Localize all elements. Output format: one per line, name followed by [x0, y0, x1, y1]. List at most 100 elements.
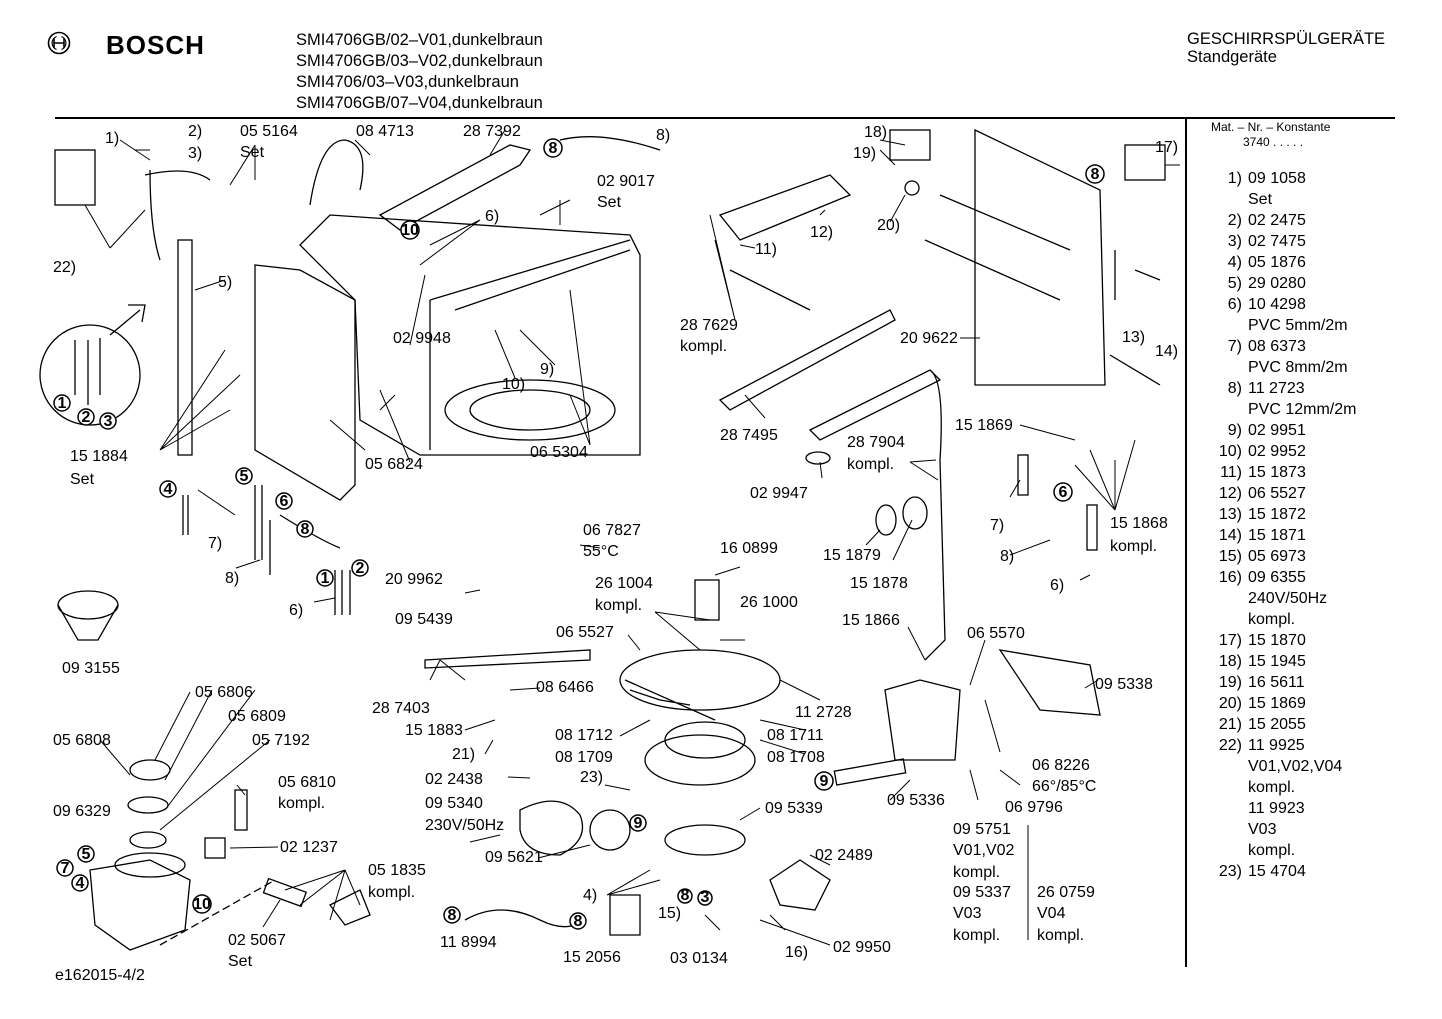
label: 09 5339	[765, 800, 823, 817]
category-block: GESCHIRRSPÜLGERÄTE Standgeräte	[1187, 30, 1385, 66]
svg-text:7: 7	[61, 860, 70, 877]
label: 05 6808	[53, 732, 111, 749]
legend-item-text: 06 5527	[1248, 485, 1306, 502]
funnel-part	[57, 590, 119, 620]
label: 21)	[452, 746, 475, 763]
label: 15 1879	[823, 547, 881, 564]
svg-text:8: 8	[574, 913, 583, 930]
label: kompl.	[595, 597, 642, 614]
svg-text:8: 8	[301, 521, 310, 538]
label: 8)	[656, 127, 670, 144]
legend-item: 23)15 4704	[1200, 861, 1390, 882]
legend-item-text: 02 9952	[1248, 443, 1306, 460]
label: 15 2056	[563, 949, 621, 966]
legend-item-text: 11 9923	[1248, 800, 1305, 817]
model-line: SMI4706GB/07–V04,dunkelbraun	[296, 94, 543, 112]
label: 02 9950	[833, 939, 891, 956]
label: 18)	[864, 124, 887, 141]
detail-magnifier	[39, 324, 141, 426]
svg-text:5: 5	[82, 846, 91, 863]
label: 26 0759	[1037, 884, 1095, 901]
label: 10)	[502, 376, 525, 393]
legend-item-text: V03	[1248, 821, 1277, 838]
label: 08 1711	[767, 727, 824, 744]
label: 13)	[1122, 329, 1145, 346]
label: 06 5527	[556, 624, 614, 641]
svg-text:1: 1	[58, 395, 67, 412]
label: 08 4713	[356, 123, 414, 140]
legend-item-text: 29 0280	[1248, 275, 1306, 292]
legend-item-text: kompl.	[1248, 611, 1296, 628]
legend-item-text: PVC 5mm/2m	[1248, 317, 1348, 334]
subcategory: Standgeräte	[1187, 48, 1277, 66]
label: 09 5340	[425, 795, 483, 812]
svg-text:4: 4	[164, 481, 173, 498]
legend-item-number: 20)	[1218, 695, 1242, 712]
label: 05 7192	[252, 732, 310, 749]
legend-item-text: 15 4704	[1248, 863, 1306, 880]
label: kompl.	[278, 795, 325, 812]
label: 09 5336	[887, 792, 945, 809]
heater-tube	[177, 239, 193, 456]
circulation-pump	[519, 800, 584, 856]
legend-item-text: 09 1058	[1248, 170, 1306, 187]
svg-text:8: 8	[1091, 166, 1100, 183]
drawing-code: e162015-4/2	[55, 967, 145, 984]
legend-item-number: 8)	[1227, 380, 1242, 397]
legend-item-text: PVC 8mm/2m	[1248, 359, 1348, 376]
svg-text:8: 8	[681, 887, 690, 904]
legend-item-text: 09 6355	[1248, 569, 1306, 586]
legend-item-number: 10)	[1218, 443, 1242, 460]
label: 4)	[583, 887, 597, 904]
fine-filter	[619, 649, 781, 711]
legend-item-number: 14)	[1218, 527, 1242, 544]
label: 02 9017	[597, 173, 655, 190]
label: 05 6809	[228, 708, 286, 725]
legend-item: 15)05 6973	[1200, 546, 1390, 567]
label: 16 0899	[720, 540, 778, 557]
tub-outline	[299, 214, 641, 456]
label: 28 7495	[720, 427, 778, 444]
valve-block	[54, 149, 96, 206]
label: 02 2489	[815, 847, 873, 864]
label: 15 1884	[70, 448, 128, 465]
label: 02 9948	[393, 330, 451, 347]
legend-item-text: Set	[1248, 191, 1273, 208]
label: 6)	[1050, 577, 1064, 594]
svg-text:5: 5	[240, 468, 249, 485]
label: 15 1868	[1110, 515, 1168, 532]
label: 15 1869	[955, 417, 1013, 434]
legend-heading: Mat. – Nr. – Konstante	[1211, 120, 1331, 134]
label: 09 5337	[953, 884, 1011, 901]
label: 7)	[208, 535, 222, 552]
tub-sump-opening	[444, 379, 616, 441]
upper-spray-arm	[718, 309, 896, 411]
legend-item: 12)06 5527	[1200, 483, 1390, 504]
label: 14)	[1155, 343, 1178, 360]
label: 55°C	[583, 543, 619, 560]
legend-item-text: 240V/50Hz	[1248, 590, 1328, 607]
label: 06 7827	[583, 522, 641, 539]
legend-item: 19)16 5611	[1200, 672, 1390, 693]
label: 12)	[810, 224, 833, 241]
svg-text:10: 10	[193, 896, 211, 913]
label: 17)	[1155, 139, 1178, 156]
legend-item-text: 11 2723	[1248, 380, 1305, 397]
label: 28 7392	[463, 123, 521, 140]
label: 11 2728	[795, 704, 852, 721]
label: kompl.	[1037, 927, 1084, 944]
svg-text:2: 2	[82, 409, 91, 426]
svg-text:9: 9	[634, 815, 643, 832]
label: Set	[228, 953, 253, 970]
bosch-logo-icon	[47, 31, 71, 55]
legend-item-number: 13)	[1218, 506, 1242, 523]
legend-item-text: 08 6373	[1248, 338, 1306, 355]
label: 8)	[225, 570, 239, 587]
svg-text:3: 3	[104, 413, 113, 430]
model-line: SMI4706GB/03–V02,dunkelbraun	[296, 52, 543, 70]
legend-item: 4)05 1876	[1200, 252, 1390, 273]
label: 66°/85°C	[1032, 778, 1096, 795]
